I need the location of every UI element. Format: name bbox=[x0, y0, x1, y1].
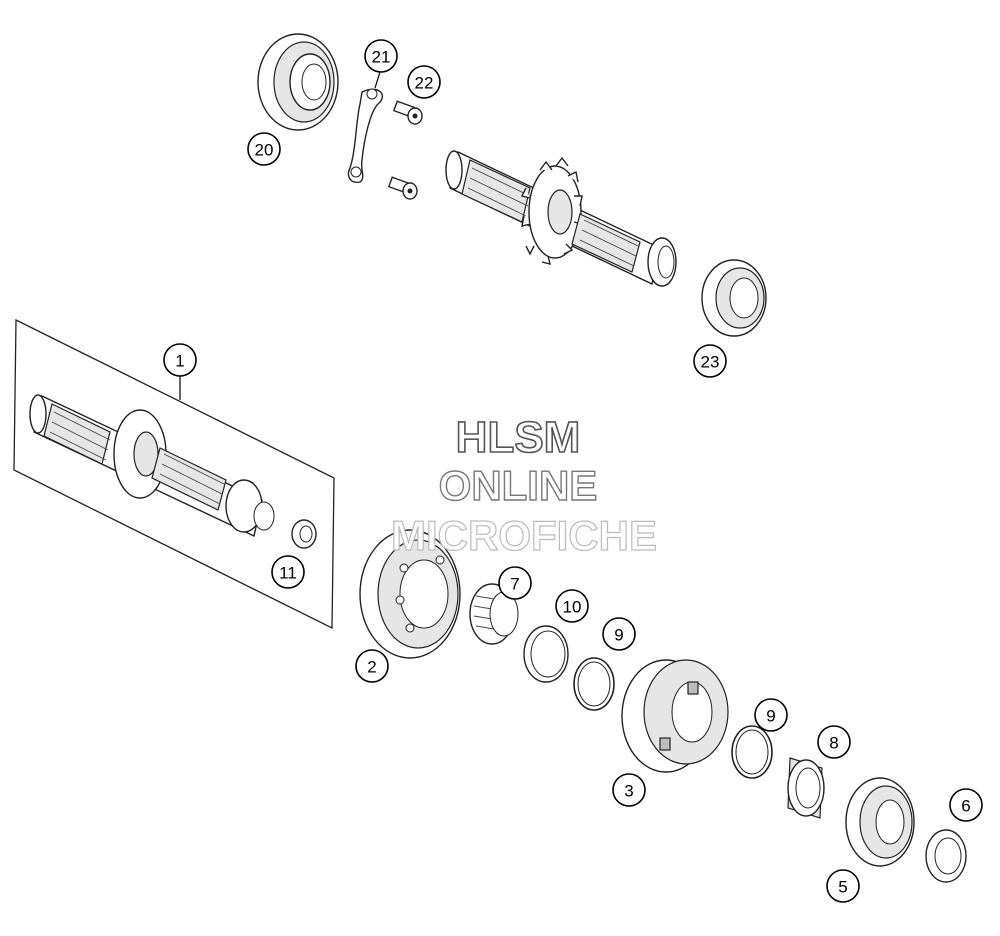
circlip-9b bbox=[731, 725, 773, 779]
svg-text:23: 23 bbox=[701, 353, 720, 372]
screw-22 bbox=[387, 100, 423, 200]
watermark-line2: ONLINE bbox=[439, 462, 598, 509]
retaining-plate-21 bbox=[347, 88, 383, 183]
callout-2[interactable]: 2 bbox=[355, 649, 389, 683]
callout-23[interactable]: 23 bbox=[693, 344, 727, 378]
svg-text:10: 10 bbox=[563, 598, 582, 617]
upper-shaft bbox=[445, 150, 677, 287]
upper-shaft-gear bbox=[520, 156, 583, 265]
watermark-line3: MICROFICHE bbox=[391, 512, 657, 559]
svg-text:11: 11 bbox=[279, 564, 297, 583]
callout-7[interactable]: 7 bbox=[498, 566, 532, 600]
bush-11 bbox=[291, 519, 317, 549]
callout-5[interactable]: 5 bbox=[826, 869, 860, 903]
washer-10 bbox=[523, 625, 569, 683]
circlip-9a bbox=[573, 657, 615, 711]
gear-3 bbox=[621, 659, 729, 773]
callout-11[interactable]: 11 bbox=[271, 555, 305, 589]
svg-text:9: 9 bbox=[614, 626, 623, 645]
callout-1[interactable]: 1 bbox=[163, 343, 197, 377]
svg-text:2: 2 bbox=[367, 658, 376, 677]
callout-6[interactable]: 6 bbox=[949, 788, 983, 822]
washer-6 bbox=[925, 829, 967, 883]
svg-text:8: 8 bbox=[829, 734, 838, 753]
gear-5 bbox=[845, 777, 915, 867]
svg-text:7: 7 bbox=[510, 575, 519, 594]
callout-21[interactable]: 21 bbox=[364, 39, 398, 73]
group-box-1 bbox=[13, 318, 335, 630]
gear-2 bbox=[359, 529, 461, 659]
leader-21 bbox=[374, 71, 381, 89]
callout-20[interactable]: 20 bbox=[247, 132, 281, 166]
callout-8[interactable]: 8 bbox=[817, 725, 851, 759]
svg-text:1: 1 bbox=[175, 352, 184, 371]
callout-10[interactable]: 10 bbox=[555, 589, 589, 623]
bearing-20 bbox=[257, 33, 339, 131]
svg-text:9: 9 bbox=[766, 707, 775, 726]
callout-9a[interactable]: 9 bbox=[602, 617, 636, 651]
callout-9b[interactable]: 9 bbox=[754, 698, 788, 732]
svg-text:21: 21 bbox=[372, 48, 391, 67]
watermark-line1: HLSM bbox=[456, 413, 581, 462]
callout-3[interactable]: 3 bbox=[612, 773, 646, 807]
callout-22[interactable]: 22 bbox=[407, 65, 441, 99]
countershaft-1 bbox=[29, 394, 275, 538]
svg-text:22: 22 bbox=[415, 74, 434, 93]
needle-bearing-7 bbox=[469, 583, 519, 645]
svg-text:6: 6 bbox=[961, 797, 970, 816]
watermark: HLSM ONLINE MICROFICHE bbox=[390, 412, 657, 559]
bush-8 bbox=[787, 757, 825, 819]
svg-text:3: 3 bbox=[624, 782, 633, 801]
svg-text:5: 5 bbox=[838, 878, 847, 897]
svg-text:20: 20 bbox=[255, 141, 274, 160]
bearing-23 bbox=[701, 259, 767, 337]
